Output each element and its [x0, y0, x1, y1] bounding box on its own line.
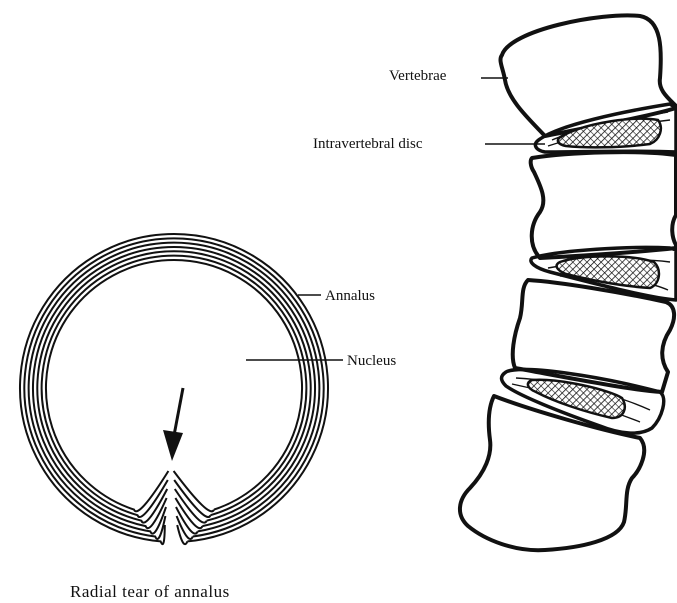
annulus-ring-6-tear-edge — [174, 480, 210, 517]
annulus-ring-6 — [42, 256, 307, 517]
nucleus-label: Nucleus — [347, 353, 396, 369]
annulus-ring-5 — [37, 251, 310, 522]
intravertebral-disc-label: Intravertebral disc — [313, 136, 423, 152]
vertebra-4 — [460, 396, 644, 550]
disc-cross-section — [20, 234, 328, 544]
vertebra-2 — [531, 152, 676, 258]
annulus-ring-7 — [46, 260, 302, 511]
vertebrae-callout: Vertebrae — [389, 68, 508, 84]
disc-caption: Radial tear of annalus — [70, 582, 230, 601]
disc-callout: Intravertebral disc — [313, 136, 545, 152]
annulus-ring-2 — [24, 238, 323, 539]
spinal-column — [460, 15, 676, 550]
vertebra-3 — [513, 280, 674, 392]
intervertebral-disc-2 — [531, 247, 676, 300]
annulus-rings — [20, 234, 328, 544]
annulus-ring-1 — [20, 234, 328, 544]
vertebrae-label: Vertebrae — [389, 68, 447, 84]
annulus-ring-3 — [29, 243, 320, 534]
intervertebral-disc-1 — [535, 104, 676, 152]
annulus-ring-4 — [33, 247, 315, 528]
tear-arrow — [163, 388, 183, 461]
nucleus-pulposus-1 — [558, 119, 661, 148]
annalus-label: Annalus — [325, 288, 375, 304]
annalus-callout: Annalus — [298, 288, 375, 304]
